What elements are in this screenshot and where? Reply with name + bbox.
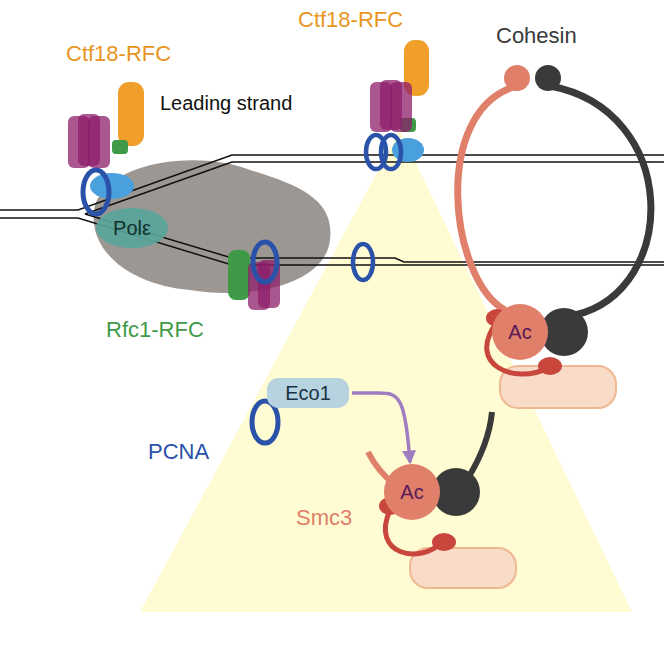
polymerase-ellipse: Polε (96, 208, 168, 248)
complex-label: Ctf18-RFC (66, 42, 171, 66)
catalysis-arrow (352, 393, 410, 462)
protein-label: PCNA (148, 440, 209, 464)
cohesin-ring (458, 65, 651, 408)
node-text: Ac (400, 481, 423, 503)
acetyl-circle: Ac (492, 304, 548, 360)
node-text: Ac (508, 321, 531, 343)
acetyl-circle: Ac (384, 464, 440, 520)
ctf18-rfc-complex (68, 82, 144, 214)
complex-label: Rfc1-RFC (106, 318, 204, 342)
node-text: Eco1 (285, 382, 331, 404)
complex-label: Ctf18-RFC (298, 8, 403, 32)
eco1-box: Eco1 (267, 378, 349, 408)
pcna-ring (252, 401, 278, 443)
cohesin-ring (368, 412, 516, 588)
dna-strands (0, 155, 664, 265)
protein-label: Smc3 (296, 506, 352, 530)
node-text: Polε (113, 217, 151, 239)
ctf18-rfc-complex (366, 40, 429, 169)
pcna-ring (353, 244, 373, 280)
strand-label: Leading strand (160, 92, 292, 114)
complex-label: Cohesin (496, 24, 577, 48)
rfc1-rfc-complex (228, 242, 280, 310)
